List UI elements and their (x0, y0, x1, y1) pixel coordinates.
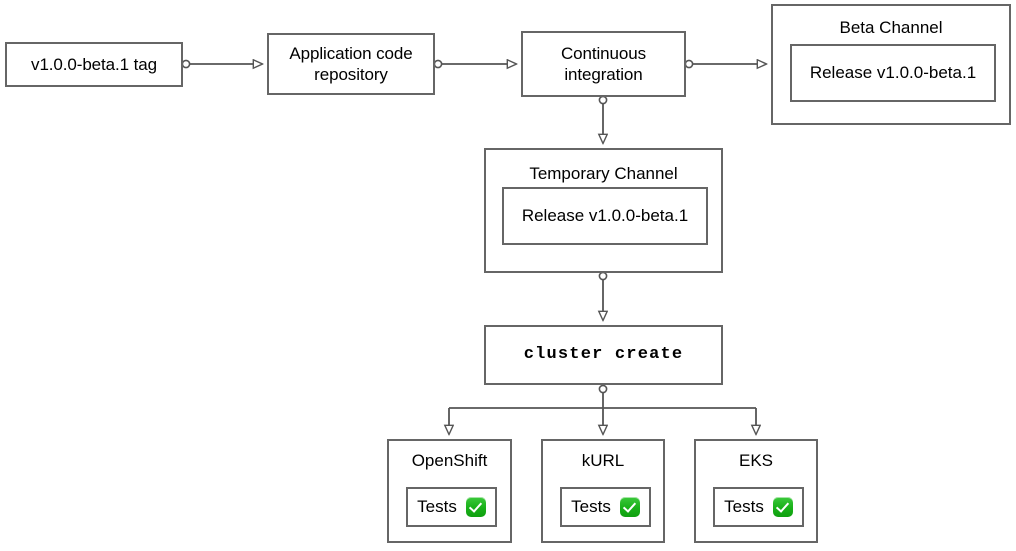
temporary-channel-release-label: Release v1.0.0-beta.1 (521, 206, 689, 225)
node-tag-label: v1.0.0-beta.1 tag (31, 54, 157, 74)
group-platform-kurl[interactable]: kURL Tests (541, 439, 665, 543)
edge-source-dot-cluster-create (598, 384, 608, 394)
green-check-icon (619, 497, 640, 517)
edge-source-dot-tag (181, 59, 191, 69)
platform-openshift-tests-box[interactable]: Tests (406, 487, 497, 527)
green-check-icon (772, 497, 793, 517)
edge-source-dot-ci-right (684, 59, 694, 69)
platform-kurl-tests-label: Tests (571, 497, 611, 516)
platform-kurl-tests-box[interactable]: Tests (560, 487, 651, 527)
green-check-icon (465, 497, 486, 517)
node-cluster-create[interactable]: cluster create (484, 325, 723, 385)
node-cluster-create-label: cluster create (523, 345, 684, 365)
platform-eks-tests-label: Tests (724, 497, 764, 516)
group-platform-openshift[interactable]: OpenShift Tests (387, 439, 512, 543)
platform-eks-tests-box[interactable]: Tests (713, 487, 804, 527)
beta-channel-release-label: Release v1.0.0-beta.1 (809, 63, 977, 82)
group-platform-eks[interactable]: EKS Tests (694, 439, 818, 543)
edge-source-dot-temporary-channel (598, 271, 608, 281)
group-beta-channel[interactable]: Beta Channel Release v1.0.0-beta.1 (771, 4, 1011, 125)
platform-eks-title: EKS (738, 451, 774, 470)
node-tag[interactable]: v1.0.0-beta.1 tag (5, 42, 183, 87)
edge-source-dot-repo (433, 59, 443, 69)
platform-kurl-title: kURL (581, 451, 625, 470)
platform-openshift-tests-label: Tests (417, 497, 457, 516)
beta-channel-release-box[interactable]: Release v1.0.0-beta.1 (790, 44, 996, 102)
platform-openshift-title: OpenShift (411, 451, 488, 470)
node-application-code-repository[interactable]: Application code repository (267, 33, 435, 95)
group-temporary-channel[interactable]: Temporary Channel Release v1.0.0-beta.1 (484, 148, 723, 273)
node-repo-label: Application code repository (289, 43, 413, 84)
group-beta-channel-title: Beta Channel (839, 18, 943, 37)
edge-source-dot-ci-bottom (598, 95, 608, 105)
node-ci-label: Continuous integration (560, 43, 646, 84)
temporary-channel-release-box[interactable]: Release v1.0.0-beta.1 (502, 187, 708, 245)
node-continuous-integration[interactable]: Continuous integration (521, 31, 686, 97)
group-temporary-channel-title: Temporary Channel (529, 164, 678, 183)
